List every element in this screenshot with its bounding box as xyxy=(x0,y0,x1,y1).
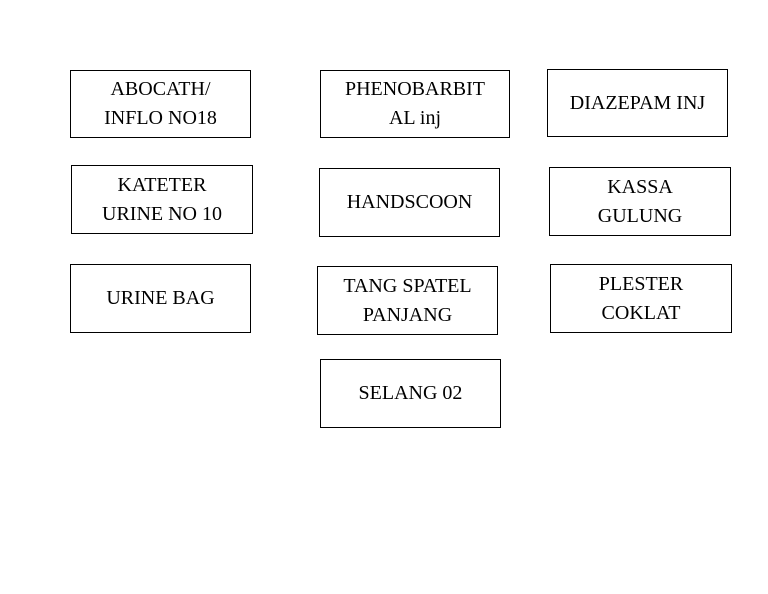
label-text: ABOCATH/ INFLO NO18 xyxy=(104,78,217,129)
label-tang-spatel: TANG SPATEL PANJANG xyxy=(317,266,498,335)
label-text: PLESTER COKLAT xyxy=(598,272,684,324)
label-plester-coklat: PLESTER COKLAT xyxy=(550,264,732,333)
label-text: KASSA GULUNG xyxy=(597,175,683,227)
label-diazepam: DIAZEPAM INJ xyxy=(547,69,728,137)
label-text: TANG SPATEL PANJANG xyxy=(343,274,472,326)
label-abocath-inflo: ABOCATH/ INFLO NO18 xyxy=(70,70,251,138)
label-handscoon: HANDSCOON xyxy=(319,168,500,237)
label-text: HANDSCOON xyxy=(346,191,473,213)
label-urine-bag: URINE BAG xyxy=(70,264,251,333)
label-text: PHENOBARBIT AL inj xyxy=(344,78,485,129)
label-text: KATETER URINE NO 10 xyxy=(102,173,222,225)
label-selang-02: SELANG 02 xyxy=(320,359,501,428)
label-kateter-urine: KATETER URINE NO 10 xyxy=(71,165,253,234)
label-kassa-gulung: KASSA GULUNG xyxy=(549,167,731,236)
label-text: SELANG 02 xyxy=(358,382,463,404)
label-text: URINE BAG xyxy=(106,287,215,309)
label-phenobarbital: PHENOBARBIT AL inj xyxy=(320,70,510,138)
label-text: DIAZEPAM INJ xyxy=(569,91,706,114)
